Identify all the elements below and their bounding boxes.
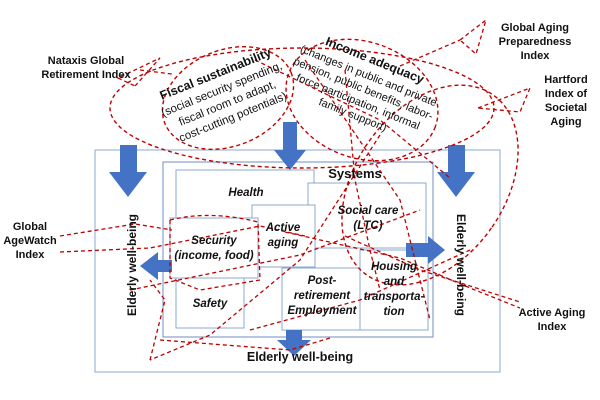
fiscal-ellipse (161, 46, 295, 150)
preparedness-label-2: Preparedness (499, 36, 572, 48)
preparedness-label-3: Index (521, 50, 551, 62)
housing-label-1: Housing (371, 261, 417, 273)
preparedness-label-1: Global Aging (501, 22, 569, 34)
arrow-down-right (437, 145, 475, 197)
post-retirement-label-3: Employment (287, 305, 357, 317)
social-care-label-2: (LTC) (353, 220, 382, 232)
active-aging-label-1: Active (265, 222, 301, 234)
agewatch-connector-2 (59, 225, 306, 253)
agewatch-label-1: Global (13, 221, 47, 233)
housing-box (359, 249, 429, 331)
preparedness-connector (458, 18, 488, 56)
hartford-label-2: Index of (545, 88, 588, 100)
wellbeing-right-label: Elderly well-being (454, 214, 468, 316)
active-aging-index-label-2: Index (538, 321, 568, 333)
hartford-label-1: Hartford (544, 74, 587, 86)
housing-label-3: transporta- (364, 291, 425, 303)
post-retirement-label-2: retirement (294, 290, 351, 302)
cross-line-4 (249, 249, 471, 331)
cross-line-1 (149, 134, 381, 361)
preparedness-connector-2 (399, 39, 461, 67)
housing-label-4: tion (383, 306, 404, 318)
cross-line-3 (129, 209, 421, 291)
security-box (169, 217, 259, 279)
cross-line-2 (149, 279, 166, 361)
health-label: Health (228, 187, 263, 199)
arrow-down-fiscal (274, 122, 306, 170)
active-aging-label-2: aging (268, 237, 299, 249)
arrow-down-left (109, 145, 147, 197)
natixis-label-2: Retirement Index (41, 69, 131, 81)
safety-box (175, 277, 245, 329)
housing-label-2: and (384, 276, 405, 288)
hartford-ellipse (341, 84, 519, 286)
security-label-1: Security (191, 235, 237, 247)
arrow-right-social (406, 236, 445, 264)
post-retirement-box (281, 267, 363, 331)
natixis-connector-2 (139, 69, 173, 75)
agewatch-label-3: Index (16, 249, 46, 261)
cross-line-5 (159, 337, 331, 351)
arrow-left-security (140, 252, 172, 280)
social-care-label-1: Social care (338, 205, 399, 217)
arrow-down-post (277, 330, 311, 356)
wellbeing-left-label: Elderly well-being (125, 214, 139, 316)
hartford-label-4: Aging (550, 116, 581, 128)
fiscal-text-group: Fiscal sustainability (social security s… (158, 45, 289, 144)
natixis-connector (116, 57, 161, 87)
hartford-label-3: Societal (545, 102, 587, 114)
active-aging-index-label-1: Active Aging (519, 307, 586, 319)
diagonal-line-1 (254, 59, 451, 179)
systems-title: Systems (328, 166, 381, 181)
safety-label: Safety (193, 298, 228, 310)
income-text-group: Income adequacy (changes in public and p… (292, 34, 439, 134)
agewatch-label-2: AgeWatch (3, 235, 57, 247)
agewatch-connector (59, 223, 173, 237)
active-aging-connector (284, 231, 521, 309)
wellbeing-bottom-label: Elderly well-being (247, 350, 353, 364)
large-ellipse (109, 47, 495, 169)
active-aging-box (251, 204, 316, 268)
security-label-2: (income, food) (174, 250, 253, 262)
diagonal-line-2 (304, 59, 431, 321)
natixis-label-1: Nataxis Global (48, 55, 124, 67)
post-retirement-label-1: Post- (308, 275, 337, 287)
income-ellipse (285, 38, 439, 162)
